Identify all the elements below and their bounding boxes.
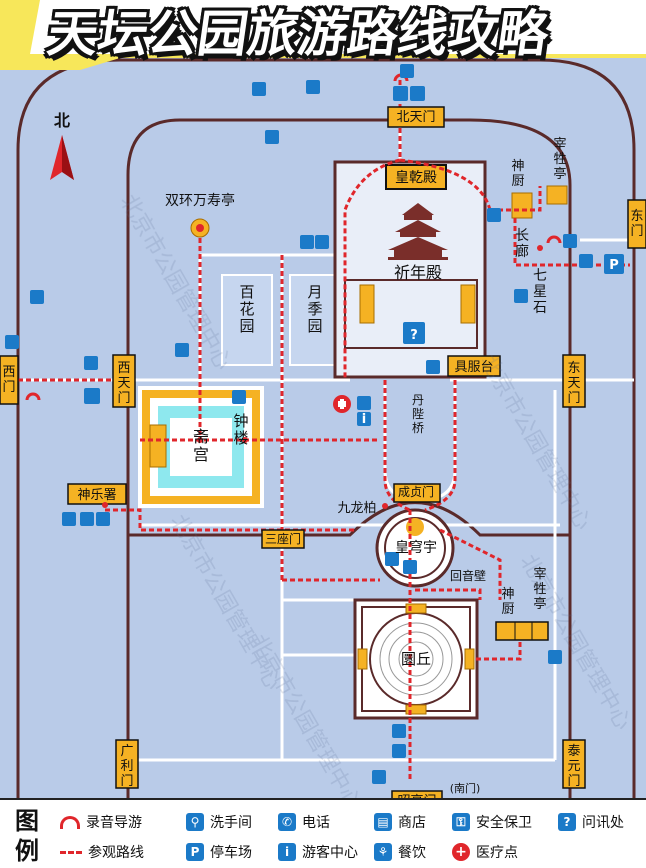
legend-label: 医疗点 <box>476 845 518 861</box>
legend-item-restroom: ⚲ 洗手间 <box>186 812 252 832</box>
medical-icon: + <box>452 843 470 861</box>
place-huangqiongyu: 皇穹宇 <box>395 540 437 556</box>
place-huangqiandian: 皇乾殿 <box>395 170 437 186</box>
gate-east-outer: 东门 <box>630 209 643 239</box>
place-danbiqiao: 丹陛桥 <box>412 393 424 435</box>
place-baihuayuan: 百花园 <box>239 283 254 335</box>
legend-item-shop: ▤ 商店 <box>374 812 426 832</box>
gate-chengzhen: 成贞门 <box>398 484 434 499</box>
legend-item-dining: ⚘ 餐饮 <box>374 842 426 862</box>
legend-label: 录音导游 <box>86 815 142 831</box>
legend-label: 电话 <box>302 815 330 831</box>
page-title: 天坛公园旅游路线攻略 <box>43 5 553 63</box>
compass-north-label: 北 <box>54 111 70 130</box>
legend-item-security: ⚿ 安全保卫 <box>452 812 532 832</box>
place-zhaigong: 斋宫 <box>193 427 209 464</box>
legend-item-visitor-center: i 游客中心 <box>278 842 358 862</box>
legend-label: 参观路线 <box>88 845 144 861</box>
place-zaishengting-south: 宰牲亭 <box>533 566 546 612</box>
dining-icon: ⚘ <box>374 843 392 861</box>
legend-item-info-desk: ? 问讯处 <box>558 812 624 832</box>
info-desk-icon: ? <box>558 813 576 831</box>
title-background <box>0 0 646 70</box>
place-shenchu-north: 神厨 <box>511 159 524 189</box>
visitor-center-icon: i <box>278 843 296 861</box>
place-qiniandian: 祈年殿 <box>394 263 442 282</box>
gate-south-note: (南门) <box>450 781 481 795</box>
place-shuanghuan: 双环万寿亭 <box>165 192 235 209</box>
parking-icon: P <box>609 258 619 273</box>
gate-east-inner: 东天门 <box>567 361 580 406</box>
gate-taiyuan: 泰元门 <box>567 744 580 789</box>
map-legend: 图例 录音导游 ⚲ 洗手间 ✆ 电话 ▤ 商店 ⚿ 安全保卫 ? 问讯处 参观路… <box>0 798 646 868</box>
legend-label: 餐饮 <box>398 845 426 861</box>
legend-item-audio-guide: 录音导游 <box>60 812 142 832</box>
legend-title: 图例 <box>15 807 39 865</box>
restroom-icon: ⚲ <box>186 813 204 831</box>
visitor-center-icon: i <box>362 412 366 427</box>
legend-label: 商店 <box>398 815 426 831</box>
gate-west-outer: 西门 <box>2 365 15 395</box>
place-shenyueshu: 神乐署 <box>77 488 116 503</box>
legend-item-route: 参观路线 <box>60 842 144 862</box>
audio-guide-icon <box>60 815 80 829</box>
phone-icon: ✆ <box>278 813 296 831</box>
gate-west-inner: 西天门 <box>117 361 130 406</box>
legend-label: 游客中心 <box>302 845 358 861</box>
legend-item-phone: ✆ 电话 <box>278 812 330 832</box>
route-icon <box>60 850 82 854</box>
place-jiulongbai: 九龙柏 <box>337 501 376 516</box>
shop-icon: ▤ <box>374 813 392 831</box>
parking-icon: P <box>186 843 204 861</box>
place-yuanqiu: 圜丘 <box>401 650 431 668</box>
legend-label: 问讯处 <box>582 815 624 831</box>
legend-item-parking: P 停车场 <box>186 842 252 862</box>
title-banner: 天坛公园旅游路线攻略 <box>0 0 646 70</box>
gate-sanzuo: 三座门 <box>265 531 301 546</box>
gate-north: 北天门 <box>396 110 435 125</box>
legend-label: 安全保卫 <box>476 815 532 831</box>
info-desk-icon: ? <box>410 328 418 343</box>
security-icon: ⚿ <box>452 813 470 831</box>
gate-guangli: 广利门 <box>120 744 133 789</box>
place-jufutai: 具服台 <box>454 360 493 375</box>
place-huiyinbi: 回音壁 <box>450 568 486 583</box>
place-zaishengting-north: 宰牲亭 <box>553 136 566 182</box>
legend-label: 洗手间 <box>210 815 252 831</box>
place-changlang: 长廊 <box>515 228 529 260</box>
place-yuejiyuan: 月季园 <box>307 283 322 335</box>
legend-item-medical: + 医疗点 <box>452 842 518 862</box>
place-qixingshi: 七星石 <box>533 268 547 316</box>
place-zhonglou: 钟楼 <box>233 412 248 447</box>
place-shenchu-south: 神厨 <box>501 587 514 617</box>
legend-label: 停车场 <box>210 845 252 861</box>
